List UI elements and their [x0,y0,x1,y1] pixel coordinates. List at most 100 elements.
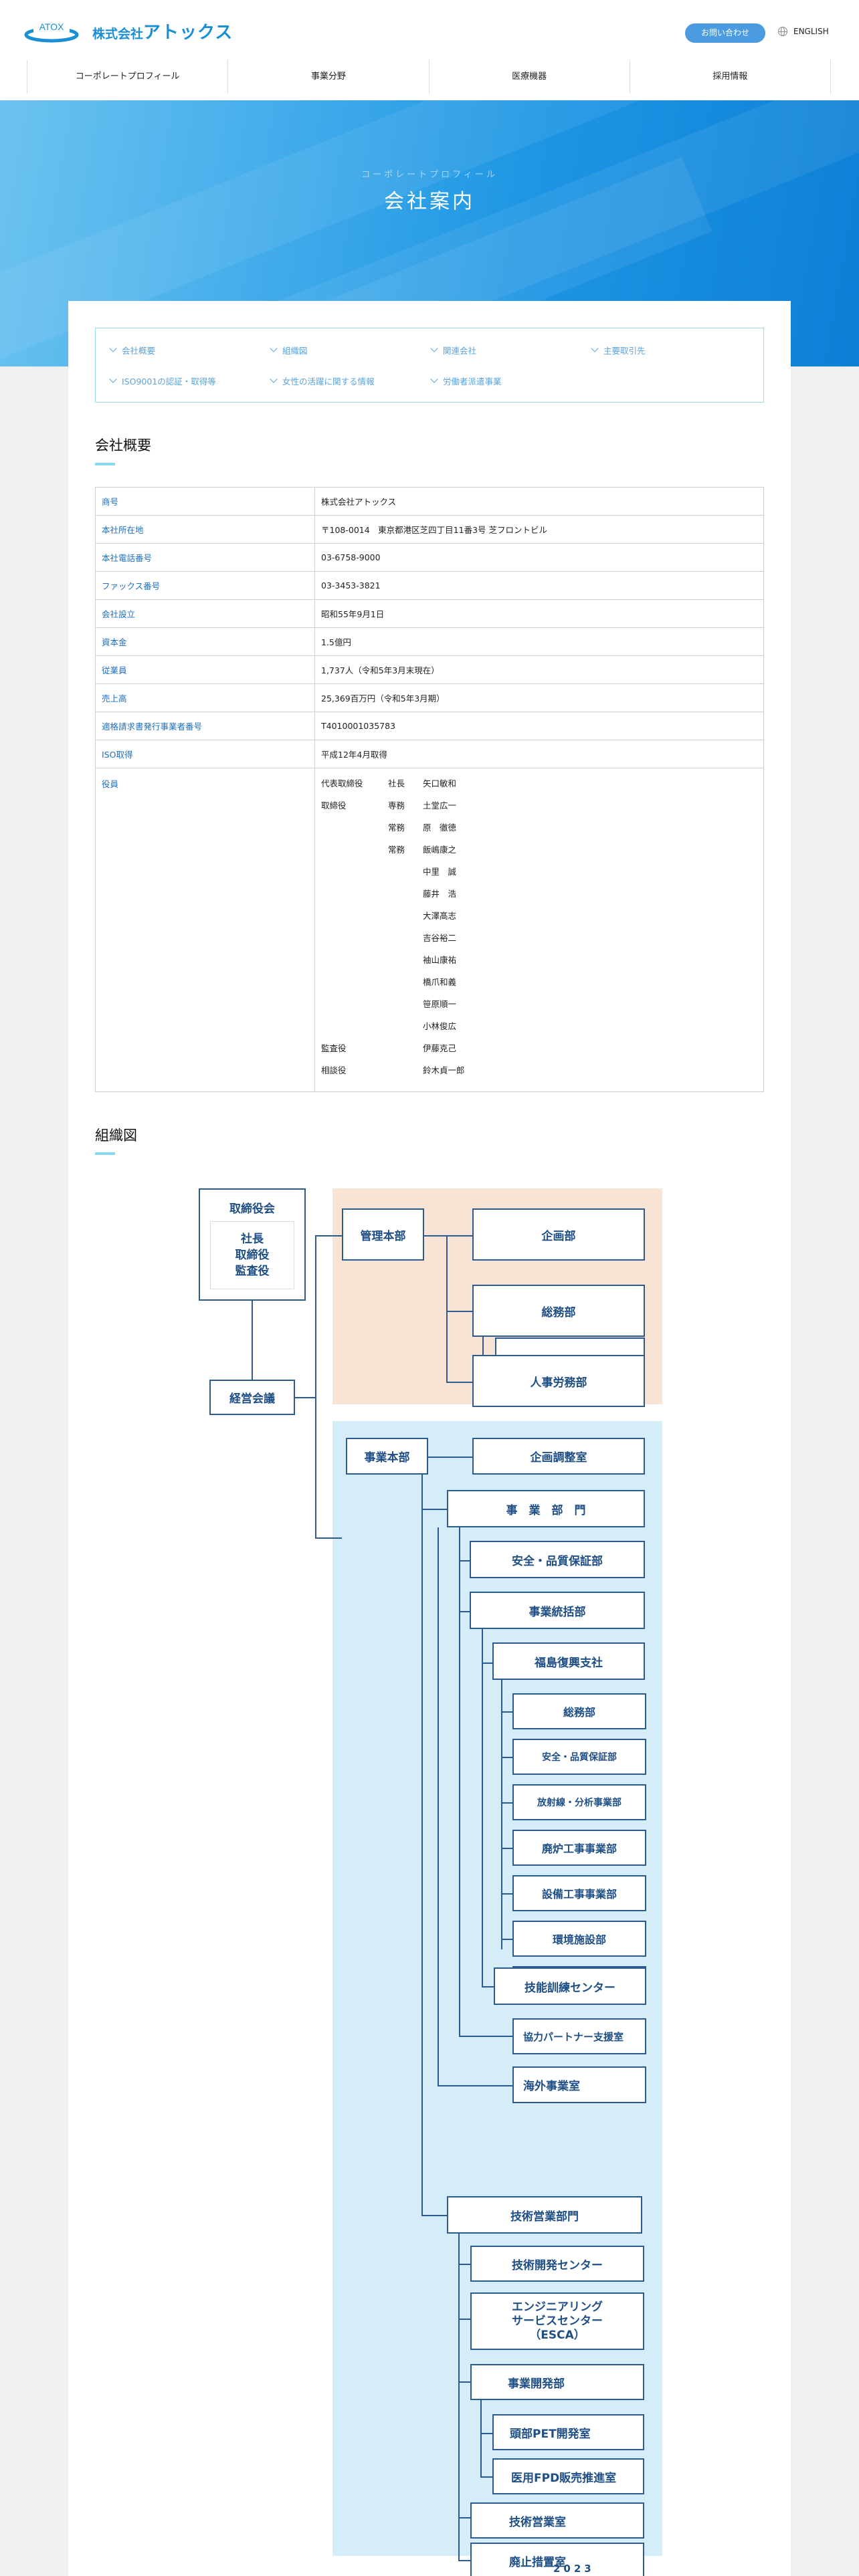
nav-medical-devices[interactable]: 医療機器 [428,60,630,94]
anchor-org-chart[interactable]: 組織図 [270,344,308,356]
connector [459,2036,512,2037]
connector [446,1382,473,1383]
chevron-down-icon [109,375,117,383]
anchor-iso[interactable]: ISO9001の認証・取得等 [109,374,216,387]
profile-value: 1,737人（令和5年3月末現在） [314,655,764,684]
atox-logo-icon: ATOX [24,21,79,42]
anchor-label: 組織図 [282,346,308,356]
nav-corporate-profile[interactable]: コーポレートプロフィール [27,60,227,94]
board-label: 取締役会 [229,1202,275,1216]
connector [438,1527,439,2086]
org-unit-fukushima-sub: 放射線・分析事業部 [512,1784,646,1820]
officer-title [388,1020,423,1042]
officer-name: 土堂広一 [423,800,457,811]
connector [482,1986,494,1988]
officer-role [321,954,388,976]
connector [458,2234,460,2466]
anchor-label: 女性の活躍に関する情報 [282,377,375,387]
chevron-down-icon [430,375,438,383]
org-unit-fukushima-sub: 安全・品質保証部 [512,1739,646,1775]
officers-cell: 代表取締役社長矢口敏和取締役専務土堂広一常務原 徹徳常務飯嶋康之中里 誠藤井 浩… [314,768,764,1092]
connector [482,1662,492,1664]
profile-value: 〒108-0014 東京都港区芝四丁目11番3号 芝フロントビル [314,515,764,544]
profile-value: 昭和55年9月1日 [314,599,764,628]
org-unit-pet: 頭部PET開発室 [492,2414,644,2450]
officer-title [388,976,423,998]
hero-subtitle: コーポレートプロフィール [361,170,498,180]
connector [421,1509,447,1510]
officer-role: 相談役 [321,1065,347,1075]
officer-role [321,887,388,909]
english-link[interactable]: ENGLISH [778,27,829,36]
chevron-down-icon [591,344,599,352]
connector [501,1939,512,1940]
overview-heading: 会社概要 [95,437,151,453]
org-unit-tech-sales-division: 技術営業部門 [447,2196,642,2234]
esca-line: （ESCA） [529,2328,585,2342]
anchor-affiliates[interactable]: 関連会社 [430,344,476,356]
connector [446,1311,473,1312]
management-meeting-box: 経営会議 [209,1380,295,1415]
profile-label: ISO取得 [95,740,315,768]
profile-row: 商号株式会社アトックス [95,487,764,516]
officer-title [388,1042,423,1064]
board-members: 社長 取締役 監査役 [210,1221,294,1289]
connector [424,1235,472,1237]
officer-title [388,1064,423,1086]
logo-name: アトックス [143,23,233,43]
officer-title [388,932,423,954]
connector [480,2476,492,2478]
connector [459,1560,470,1562]
anchor-dispatch[interactable]: 労働者派遣事業 [430,374,502,387]
company-profile-table: 商号株式会社アトックス本社所在地〒108-0014 東京都港区芝四丁目11番3号… [95,487,764,1092]
nav-business-fields[interactable]: 事業分野 [227,60,428,94]
anchor-clients[interactable]: 主要取引先 [591,344,646,356]
officer-role [321,932,388,954]
anchor-overview[interactable]: 会社概要 [109,344,156,356]
profile-value: 03-6758-9000 [314,543,764,572]
connector [459,1611,470,1612]
profile-label: 従業員 [95,655,315,684]
officer-name: 中里 誠 [423,867,457,877]
connector [480,2400,482,2477]
officer-role: 取締役 [321,800,347,811]
officer-title [388,954,423,976]
svg-text:ATOX: ATOX [39,21,64,32]
officer-role [321,909,388,932]
connector [482,1337,484,1365]
company-logo[interactable]: ATOX 株式会社アトックス [24,19,233,43]
anchor-label: 会社概要 [122,346,156,356]
esca-line: エンジニアリング [512,2300,603,2314]
anchor-women[interactable]: 女性の活躍に関する情報 [270,374,375,387]
officer-role: 代表取締役 [321,778,363,788]
connector [501,1711,512,1713]
org-unit-fukushima-sub: 環境施設部 [512,1921,646,1957]
connector [315,1235,342,1237]
org-unit-decommissioning: 廃止措置室 [470,2543,644,2576]
profile-label: 適格請求書発行事業者番号 [95,712,315,740]
contact-button[interactable]: お問い合わせ [685,23,765,43]
profile-row: ISO取得平成12年4月取得 [95,740,764,768]
esca-line: サービスセンター [512,2314,603,2328]
officer-name: 矢口敏和 [423,778,457,788]
anchor-links: 会社概要 組織図 関連会社 主要取引先 ISO9001の認証・取得等 女性の活躍… [95,328,764,403]
org-chart-heading: 組織図 [95,1128,137,1144]
officer-name: 袖山康祐 [423,955,457,965]
connector [421,2215,447,2216]
org-unit-overseas: 海外事業室 [512,2066,646,2103]
profile-label: 資本金 [95,627,315,656]
profile-label: 商号 [95,487,315,516]
connector [252,1301,253,1380]
officer-role [321,1020,388,1042]
board-box: 取締役会 社長 取締役 監査役 [199,1188,306,1301]
nav-recruitment[interactable]: 採用情報 [629,60,831,94]
connector [501,1757,512,1758]
board-member: 社長 [241,1232,264,1246]
connector [458,2517,470,2518]
officer-title: 社長 [388,778,405,788]
page-title: 会社案内 [384,190,475,213]
org-unit-partner-support: 協力パートナー支援室 [512,2018,646,2054]
